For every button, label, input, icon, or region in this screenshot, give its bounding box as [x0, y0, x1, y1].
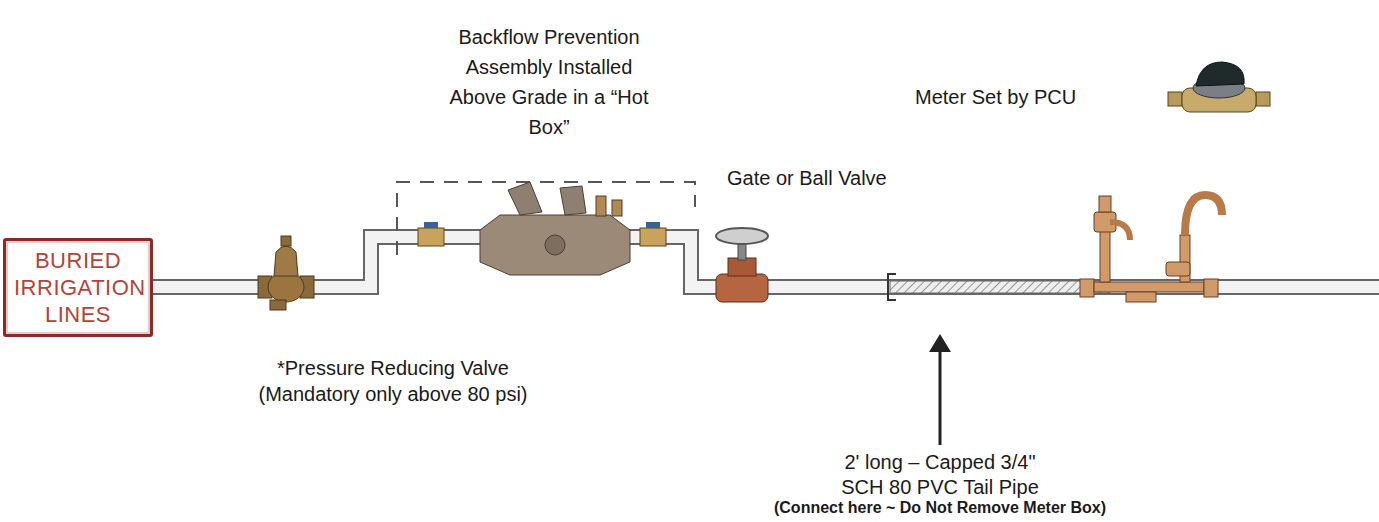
- callout-label: Gate or Ball Valve: [727, 166, 887, 190]
- gate-valve: [716, 228, 768, 302]
- callout-label: 2' long – Capped 3/4" SCH 80 PVC Tail Pi…: [829, 450, 1051, 500]
- water-meter: [1168, 62, 1270, 112]
- cap-bracket: [888, 274, 896, 300]
- backflow-preventer: [418, 182, 666, 275]
- callout-label: *Pressure Reducing Valve (Mandatory only…: [243, 355, 543, 407]
- warning-sign: BURIED IRRIGATION LINES: [3, 238, 153, 337]
- leader-arrow: [939, 350, 942, 445]
- callout-label: (Connect here ~ Do Not Remove Meter Box): [774, 499, 1106, 517]
- meter-setter: [1080, 195, 1222, 302]
- callout-label: Backflow Prevention Assembly Installed A…: [444, 22, 654, 142]
- tail-pipe: [890, 281, 1110, 293]
- pressure-reducing-valve: [258, 236, 314, 310]
- sign-text: BURIED IRRIGATION LINES: [14, 247, 142, 328]
- arrow-head: [929, 334, 951, 352]
- callout-label: Meter Set by PCU: [915, 85, 1076, 109]
